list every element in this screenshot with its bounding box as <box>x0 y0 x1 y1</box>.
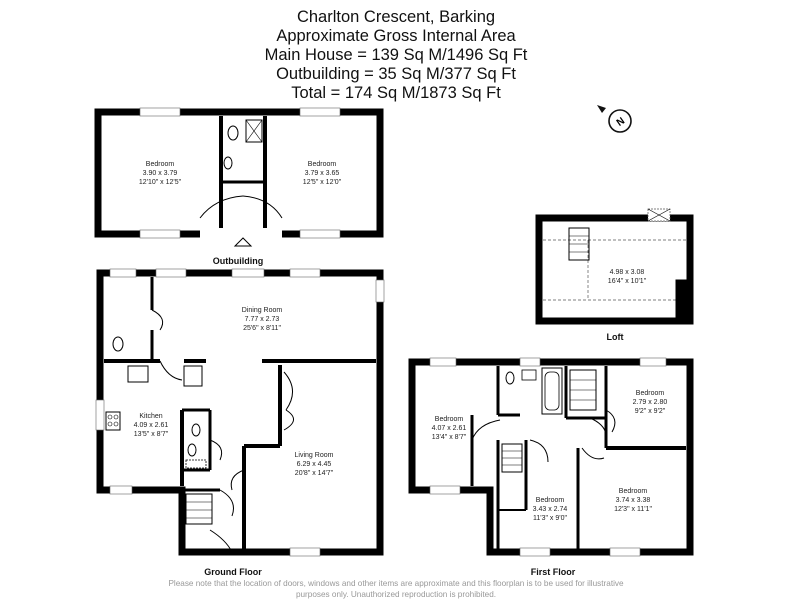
ff-bedroom-left-metric: 4.07 x 2.61 <box>432 425 467 432</box>
living-room-label: Living Room <box>295 452 334 459</box>
kitchen-imperial: 13'5" x 8'7" <box>134 431 169 438</box>
first-floor-plan <box>408 357 694 557</box>
kitchen-label: Kitchen <box>139 413 162 420</box>
dining-room-label: Dining Room <box>242 307 283 314</box>
loft-plan <box>535 208 694 325</box>
first-floor-label: First Floor <box>531 567 576 577</box>
out-bedroom2-label: Bedroom <box>308 161 337 168</box>
out-bedroom1-imperial: 12'10" x 12'5" <box>139 179 182 186</box>
outbuilding-area: Outbuilding = 35 Sq M/377 Sq Ft <box>276 65 516 83</box>
outbuilding-floor-label: Outbuilding <box>213 256 263 266</box>
ff-bedroom-mid-imperial: 11'3" x 9'0" <box>533 515 567 522</box>
loft-room-imperial: 16'4" x 10'1" <box>608 278 647 285</box>
disclaimer-line1: Please note that the location of doors, … <box>168 579 624 588</box>
out-bedroom2-metric: 3.79 x 3.65 <box>305 170 340 177</box>
living-room-metric: 6.29 x 4.45 <box>297 461 332 468</box>
ground-floor-label: Ground Floor <box>204 567 262 577</box>
ff-bedroom-tr-imperial: 9'2" x 9'2" <box>635 408 666 415</box>
living-room-imperial: 20'8" x 14'7" <box>295 470 334 477</box>
total-area: Total = 174 Sq M/1873 Sq Ft <box>291 84 501 102</box>
out-bedroom2-imperial: 12'5" x 12'0" <box>303 179 342 186</box>
dining-room-metric: 7.77 x 2.73 <box>245 316 280 323</box>
ff-bedroom-br-imperial: 12'3" x 11'1" <box>614 506 652 513</box>
ff-bedroom-br-metric: 3.74 x 3.38 <box>616 497 651 504</box>
main-house-area: Main House = 139 Sq M/1496 Sq Ft <box>264 46 528 64</box>
address-title: Charlton Crescent, Barking <box>296 8 496 26</box>
area-title: Approximate Gross Internal Area <box>276 27 516 45</box>
ground-floor-plan <box>95 268 385 557</box>
kitchen-metric: 4.09 x 2.61 <box>134 422 169 429</box>
ff-bedroom-tr-label: Bedroom <box>636 390 665 397</box>
plan-header: Charlton Crescent, Barking Approximate G… <box>0 8 792 103</box>
compass-letter: N <box>615 116 627 129</box>
ff-bedroom-left-imperial: 13'4" x 8'7" <box>432 434 467 441</box>
out-bedroom1-label: Bedroom <box>146 161 175 168</box>
dining-room-imperial: 25'6" x 8'11" <box>243 325 281 332</box>
loft-floor-label: Loft <box>607 332 624 342</box>
ff-bedroom-mid-label: Bedroom <box>536 497 565 504</box>
ff-bedroom-tr-metric: 2.79 x 2.80 <box>633 399 668 406</box>
ff-bedroom-br-label: Bedroom <box>619 488 648 495</box>
outbuilding-plan <box>94 107 384 247</box>
north-compass-icon: N <box>597 105 632 133</box>
out-bedroom1-metric: 3.90 x 3.79 <box>143 170 178 177</box>
loft-room-metric: 4.98 x 3.08 <box>610 269 645 276</box>
ff-bedroom-left-label: Bedroom <box>435 416 464 423</box>
disclaimer: Please note that the location of doors, … <box>100 578 692 600</box>
disclaimer-line2: purposes only. Unauthorized reproduction… <box>295 590 497 599</box>
ff-bedroom-mid-metric: 3.43 x 2.74 <box>533 506 568 513</box>
